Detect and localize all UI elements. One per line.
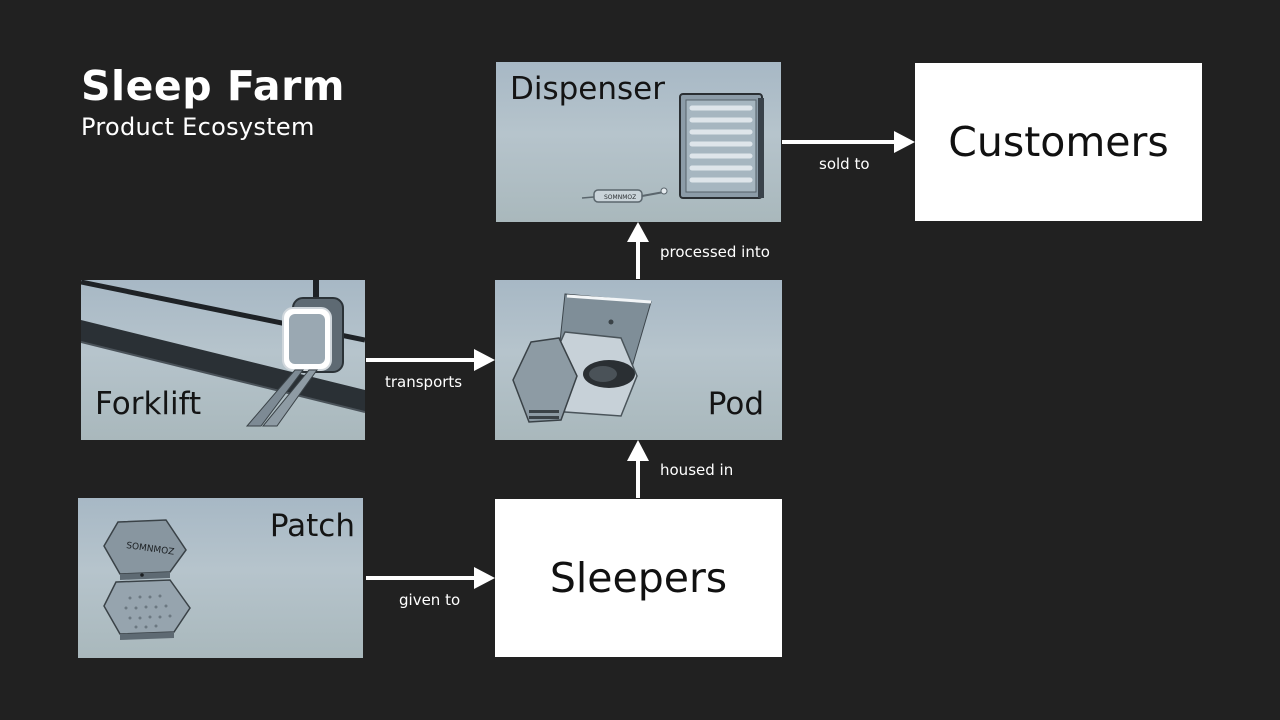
edge-label-transports: transports — [385, 373, 463, 391]
arrow-dispenser-to-customers — [782, 131, 915, 153]
edge-label-given-to: given to — [399, 591, 461, 609]
pod-node: Pod — [495, 280, 782, 440]
dispenser-label: Dispenser — [510, 71, 665, 107]
dispenser-node: SOMNMOZ Dispenser — [496, 62, 781, 222]
sleepers-label: Sleepers — [549, 554, 728, 602]
patch-illustration: SOMNMOZ — [103, 519, 191, 640]
forklift-illustration — [81, 280, 365, 427]
arrow-pod-to-dispenser — [627, 222, 649, 279]
patch-node: SOMNMOZ Patch — [78, 498, 363, 658]
diagram-subtitle: Product Ecosystem — [81, 113, 315, 141]
arrow-patch-to-sleepers — [366, 567, 495, 589]
customers-label: Customers — [948, 118, 1169, 166]
syringe-brand-text: SOMNMOZ — [604, 194, 636, 201]
edge-label-processed-into: processed into — [660, 243, 770, 261]
dispenser-illustration: SOMNMOZ — [581, 93, 764, 203]
arrow-forklift-to-pod — [366, 349, 495, 371]
pod-illustration — [512, 293, 652, 423]
customers-node: Customers — [915, 63, 1202, 221]
edge-label-sold-to: sold to — [819, 155, 870, 173]
forklift-label: Forklift — [95, 386, 202, 422]
patch-label: Patch — [269, 508, 355, 544]
edge-label-housed-in: housed in — [660, 461, 734, 479]
arrow-sleepers-to-pod — [627, 440, 649, 498]
pod-label: Pod — [707, 386, 764, 422]
forklift-node: Forklift — [81, 280, 365, 440]
sleepers-node: Sleepers — [495, 499, 782, 657]
diagram-title: Sleep Farm — [81, 62, 346, 110]
